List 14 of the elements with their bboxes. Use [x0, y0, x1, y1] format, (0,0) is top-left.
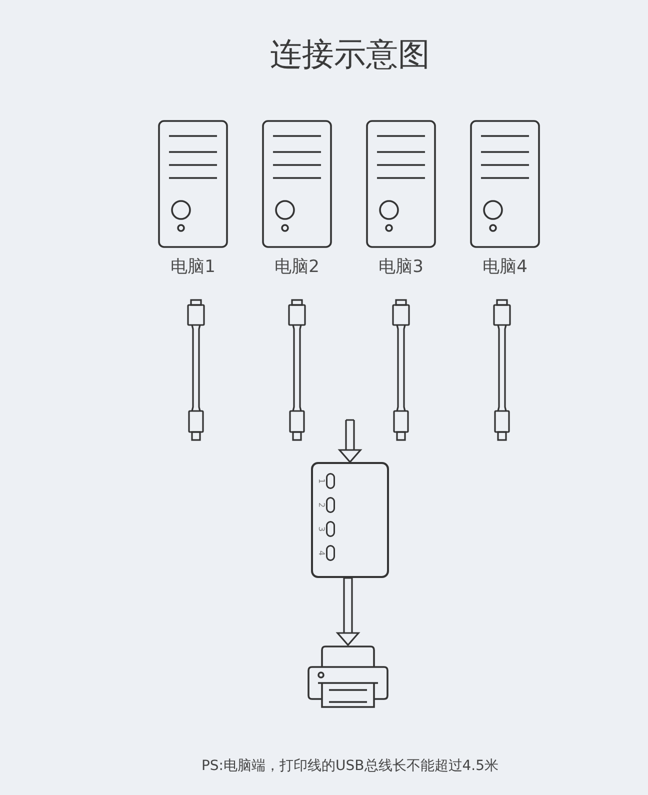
- port-number: 4: [317, 549, 325, 557]
- flow-arrow: [338, 419, 362, 463]
- printer-icon: [307, 645, 389, 709]
- computer-label: 电脑1: [170, 257, 216, 277]
- port-number: 2: [317, 501, 325, 509]
- usb-hub: [311, 462, 389, 578]
- port-number: 1: [317, 477, 325, 485]
- diagram-title: 连接示意图: [270, 34, 430, 74]
- computer-label: 电脑2: [274, 257, 320, 277]
- port-number: 3: [317, 525, 325, 533]
- computer-label: 电脑3: [378, 257, 424, 277]
- computer-label: 电脑4: [482, 257, 528, 277]
- note-text: PS:电脑端，打印线的USB总线长不能超过4.5米: [201, 757, 499, 776]
- flow-arrow: [336, 577, 360, 646]
